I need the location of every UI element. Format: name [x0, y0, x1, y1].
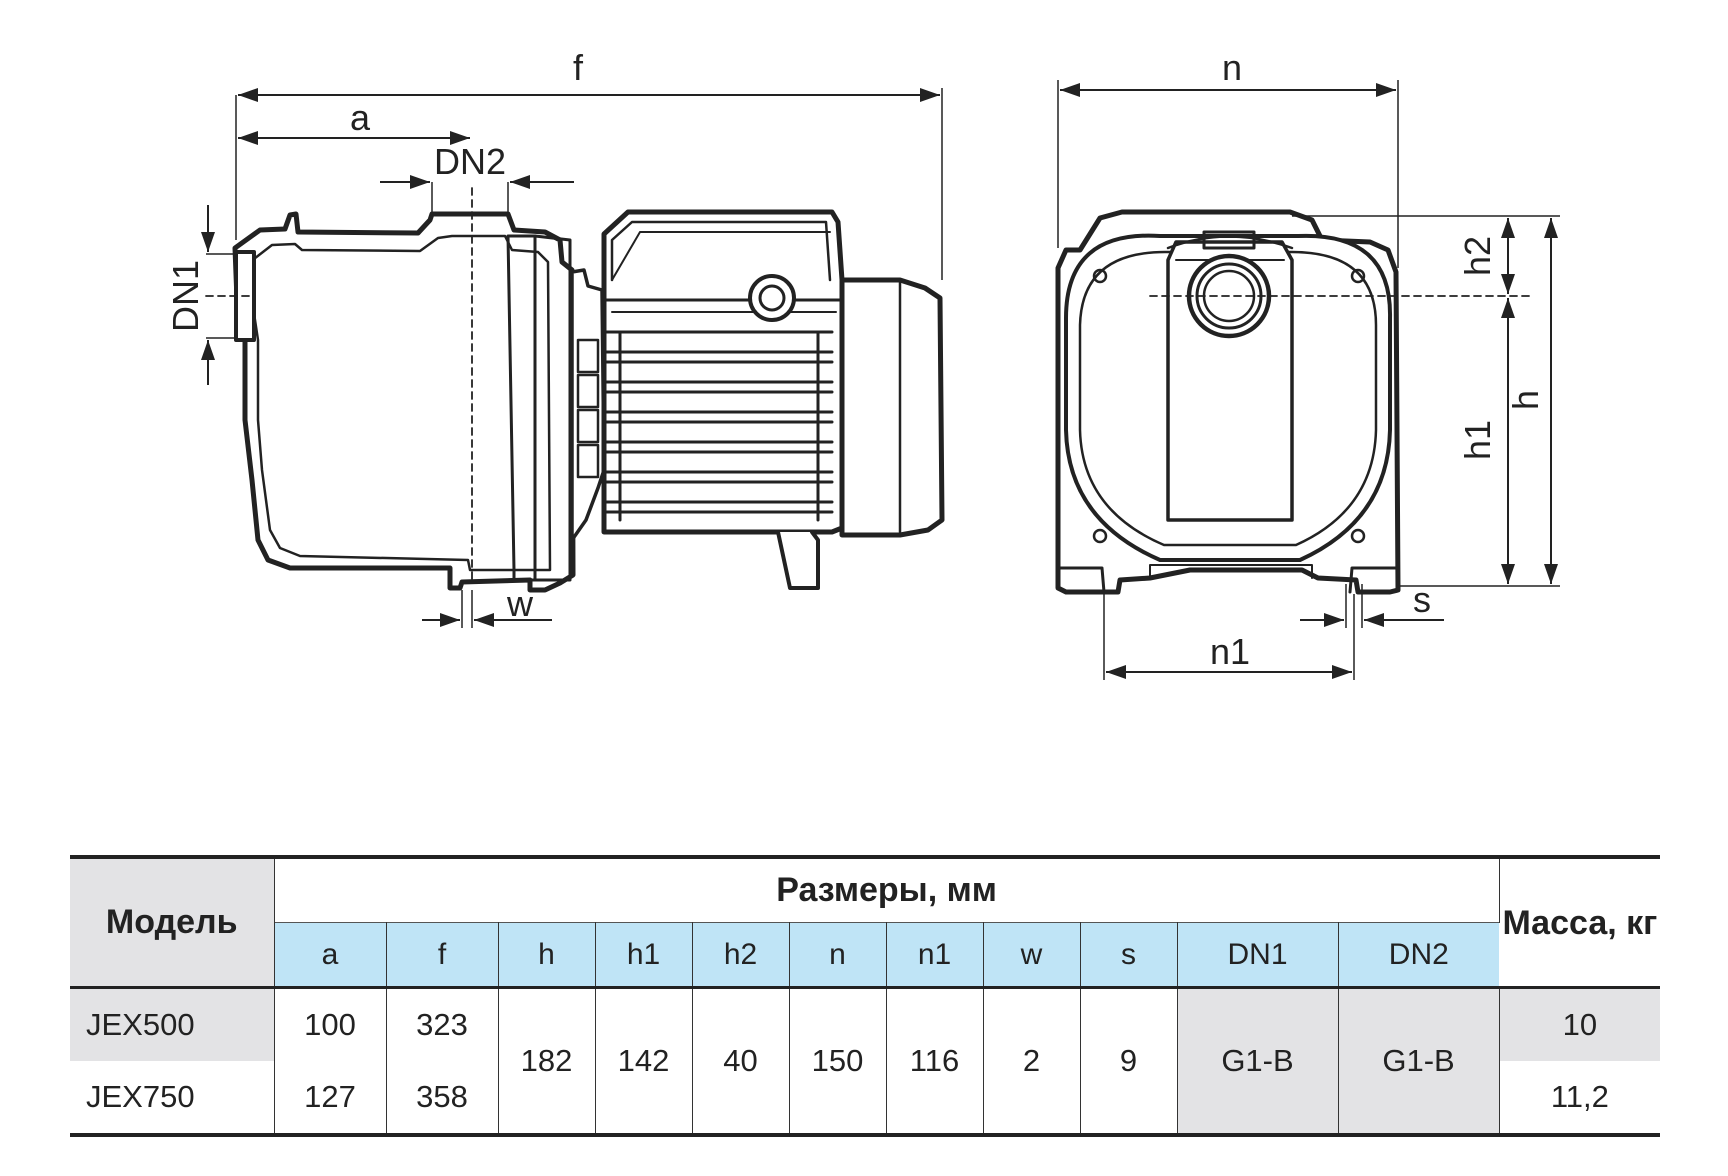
value-s: 9 [1080, 986, 1178, 1137]
pump-foot [1348, 566, 1400, 594]
param-header-h: h [498, 922, 596, 988]
specifications-table: Модель Размеры, мм Масса, кг a f h h1 h2… [70, 855, 1661, 1137]
bolt-hole [1350, 268, 1366, 284]
dim-label-dn2: DN2 [434, 141, 506, 182]
side-view-dimensions [201, 88, 943, 628]
motor-foot [776, 530, 820, 590]
front-view-labels: n h2 h h1 s n1 [1210, 47, 1546, 672]
cable-gland [748, 274, 796, 322]
value-dn2: G1-B [1338, 986, 1500, 1137]
param-header-h2: h2 [692, 922, 790, 988]
model-cell: JEX750 [70, 1061, 275, 1137]
value-a: 127 [274, 1061, 387, 1137]
motor-fins [602, 330, 834, 522]
param-header-f: f [386, 922, 499, 988]
fan-cover [839, 277, 945, 538]
param-header-dn2: DN2 [1338, 922, 1500, 988]
value-n: 150 [789, 986, 887, 1137]
value-n1: 116 [886, 986, 984, 1137]
param-header-h1: h1 [595, 922, 693, 988]
dim-label-s: s [1413, 579, 1431, 620]
value-f: 323 [386, 986, 499, 1061]
param-header-s: s [1080, 922, 1178, 988]
param-header-a: a [274, 922, 387, 988]
table-row: JEX500 100 323 182 142 40 150 116 2 9 G1… [70, 986, 1661, 1137]
dim-label-a: a [350, 97, 371, 138]
bolt-hole [1092, 268, 1108, 284]
dim-label-h2: h2 [1457, 236, 1498, 276]
param-header-dn1: DN1 [1177, 922, 1339, 988]
param-header-n: n [789, 922, 887, 988]
motor-body [601, 209, 845, 535]
table-row: JEX750 127 358 11,2 [70, 1061, 1661, 1137]
pump-front-view [1055, 209, 1531, 595]
pump-casing [232, 211, 576, 593]
param-header-n1: n1 [886, 922, 984, 988]
dim-label-h1: h1 [1457, 420, 1498, 460]
dim-label-n: n [1222, 47, 1242, 88]
pump-foot [1056, 566, 1106, 594]
mass-cell: 11,2 [1499, 1061, 1661, 1137]
model-cell: JEX500 [70, 986, 275, 1061]
dim-label-w: w [506, 583, 534, 624]
bolt-hole [1092, 528, 1108, 544]
front-view-dimensions [1057, 80, 1560, 680]
dim-label-f: f [573, 47, 584, 88]
value-h1: 142 [595, 986, 693, 1137]
dim-label-n1: n1 [1210, 631, 1250, 672]
value-h2: 40 [692, 986, 790, 1137]
bolt-hole [1350, 528, 1366, 544]
value-dn1: G1-B [1177, 986, 1339, 1137]
value-a: 100 [274, 986, 387, 1061]
pump-dimension-drawing: f a DN2 DN1 w [165, 47, 1560, 680]
dim-label-h: h [1505, 390, 1546, 410]
side-view-labels: f a DN2 DN1 w [165, 47, 584, 624]
param-header-w: w [983, 922, 1081, 988]
mass-header: Масса, кг [1499, 855, 1661, 988]
dim-label-dn1: DN1 [165, 260, 206, 332]
value-h: 182 [498, 986, 596, 1137]
mass-cell: 10 [1499, 986, 1661, 1061]
sizes-header: Размеры, мм [274, 855, 1500, 923]
model-header: Модель [70, 855, 275, 988]
value-f: 358 [386, 1061, 499, 1137]
pump-side-view [205, 187, 945, 593]
value-w: 2 [983, 986, 1081, 1137]
